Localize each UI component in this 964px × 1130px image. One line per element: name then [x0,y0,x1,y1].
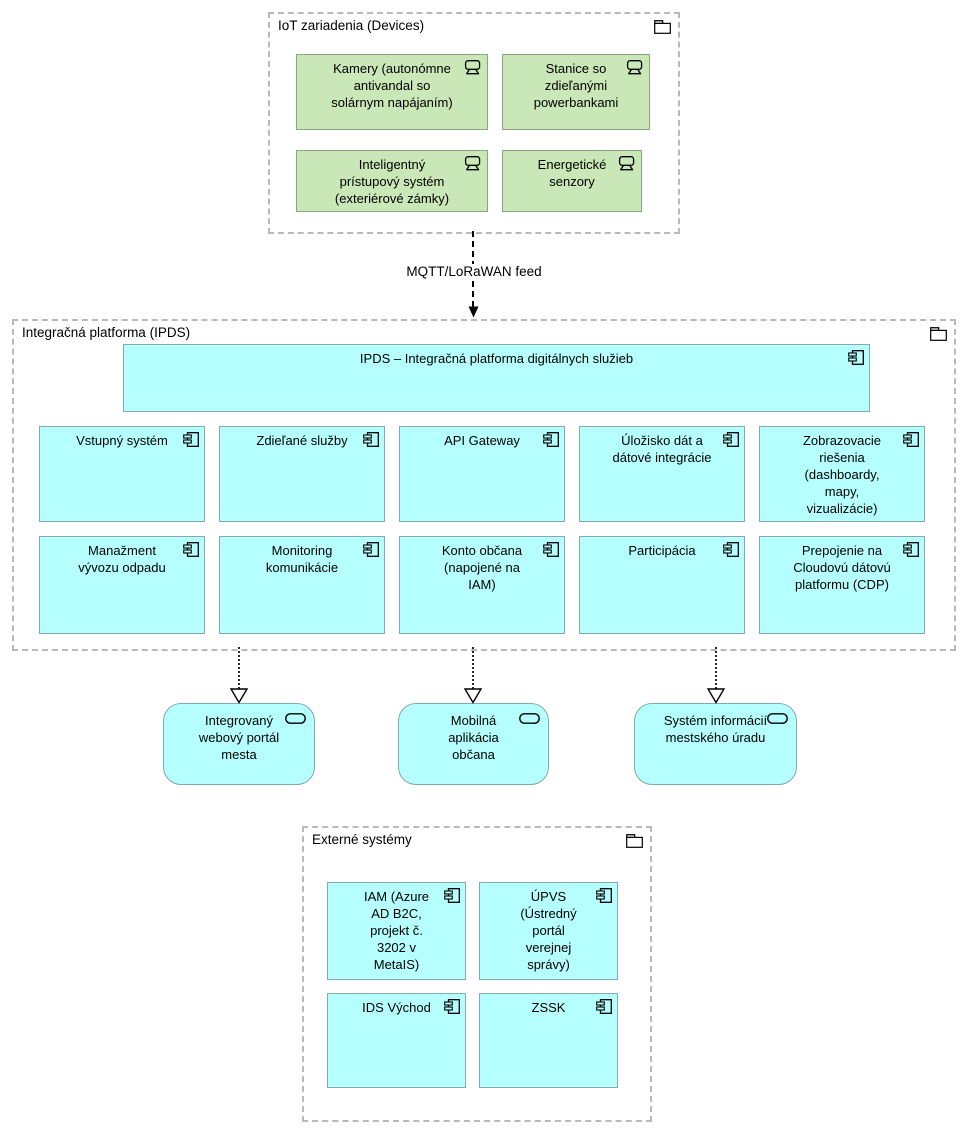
group-iot-zariadenia: IoT zariadenia (Devices) [268,12,680,234]
realization-line [715,647,717,689]
node-label: Manažment vývozu odpadu [78,543,166,575]
node-label: Zobrazovacie riešenia (dashboardy, mapy,… [802,433,882,516]
node-participacia: Participácia [579,536,745,634]
group-integracna-platforma: Integračná platforma (IPDS) [12,319,956,651]
component-icon [596,888,612,903]
connection-label: MQTT/LoRaWAN feed [402,264,546,279]
node-label: Integrovaný webový portál mesta [198,713,280,762]
node-label: ÚPVS (Ústredný portál verejnej správy) [520,889,577,972]
service-icon [519,713,540,724]
node-label: Zdieľané služby [256,433,348,448]
node-label: IDS Východ [362,1000,431,1015]
node-vstupny-system: Vstupný systém [39,426,205,522]
node-label: API Gateway [444,433,520,448]
node-system-informacii: Systém informácií mestského úradu [634,703,797,785]
node-label: IAM (Azure AD B2C, projekt č. 3202 v Met… [363,889,429,972]
node-label: ZSSK [531,1000,566,1015]
component-icon [363,542,379,557]
node-monitoring-komunikacie: Monitoring komunikácie [219,536,385,634]
node-label: Mobilná aplikácia občana [448,713,499,762]
component-icon [183,432,199,447]
node-label: Participácia [628,543,696,558]
device-icon [464,156,481,171]
node-label: Konto občana (napojené na IAM) [441,543,523,592]
node-stanice: Stanice so zdieľanými powerbankami [502,54,650,130]
group-title: IoT zariadenia (Devices) [278,18,425,33]
node-api-gateway: API Gateway [399,426,565,522]
node-ipds-main: IPDS – Integračná platforma digitálnych … [123,344,870,412]
component-icon [723,432,739,447]
arrowhead-filled-icon [468,306,479,318]
folder-icon [626,834,643,848]
node-zssk: ZSSK [479,993,618,1088]
folder-icon [930,327,947,341]
device-icon [618,156,635,171]
node-label: Vstupný systém [76,433,168,448]
node-label: Energetické senzory [537,157,607,189]
device-icon [626,60,643,75]
node-label: Kamery (autonómne antivandal so solárnym… [331,61,453,110]
component-icon [723,542,739,557]
node-upvs: ÚPVS (Ústredný portál verejnej správy) [479,882,618,980]
component-icon [543,432,559,447]
node-ids-vychod: IDS Východ [327,993,466,1088]
component-icon [444,999,460,1014]
arrowhead-hollow-icon [707,688,725,704]
node-pristupovy-system: Inteligentný prístupový systém (exteriér… [296,150,488,212]
node-kamery: Kamery (autonómne antivandal so solárnym… [296,54,488,130]
component-icon [903,542,919,557]
node-zdielane-sluzby: Zdieľané služby [219,426,385,522]
node-label: Monitoring komunikácie [265,543,339,575]
node-webovy-portal: Integrovaný webový portál mesta [163,703,315,785]
component-icon [183,542,199,557]
node-konto-obcana: Konto občana (napojené na IAM) [399,536,565,634]
node-mobilna-aplikacia: Mobilná aplikácia občana [398,703,549,785]
realization-line [472,647,474,689]
node-label: Stanice so zdieľanými powerbankami [533,61,619,110]
arrowhead-hollow-icon [230,688,248,704]
component-icon [848,350,864,365]
component-icon [444,888,460,903]
node-label: IPDS – Integračná platforma digitálnych … [359,351,634,366]
node-prepojenie-cdp: Prepojenie na Cloudovú dátovú platformu … [759,536,925,634]
group-title: Integračná platforma (IPDS) [22,325,191,340]
node-label: Úložisko dát a dátové integrácie [612,433,712,465]
device-icon [464,60,481,75]
component-icon [543,542,559,557]
node-label: Inteligentný prístupový systém (exteriér… [334,157,450,206]
group-title: Externé systémy [312,832,412,847]
component-icon [363,432,379,447]
node-iam: IAM (Azure AD B2C, projekt č. 3202 v Met… [327,882,466,980]
node-label: Systém informácií mestského úradu [663,713,768,745]
component-icon [596,999,612,1014]
group-externe-systemy: Externé systémy [302,826,652,1122]
node-zobrazovacie-riesenia: Zobrazovacie riešenia (dashboardy, mapy,… [759,426,925,522]
node-manazment-odpadu: Manažment vývozu odpadu [39,536,205,634]
node-label: Prepojenie na Cloudovú dátovú platformu … [793,543,891,592]
arrowhead-hollow-icon [464,688,482,704]
folder-icon [654,20,671,34]
node-senzory: Energetické senzory [502,150,642,212]
component-icon [903,432,919,447]
node-ulozisko-dat: Úložisko dát a dátové integrácie [579,426,745,522]
realization-line [238,647,240,689]
service-icon [767,713,788,724]
service-icon [285,713,306,724]
